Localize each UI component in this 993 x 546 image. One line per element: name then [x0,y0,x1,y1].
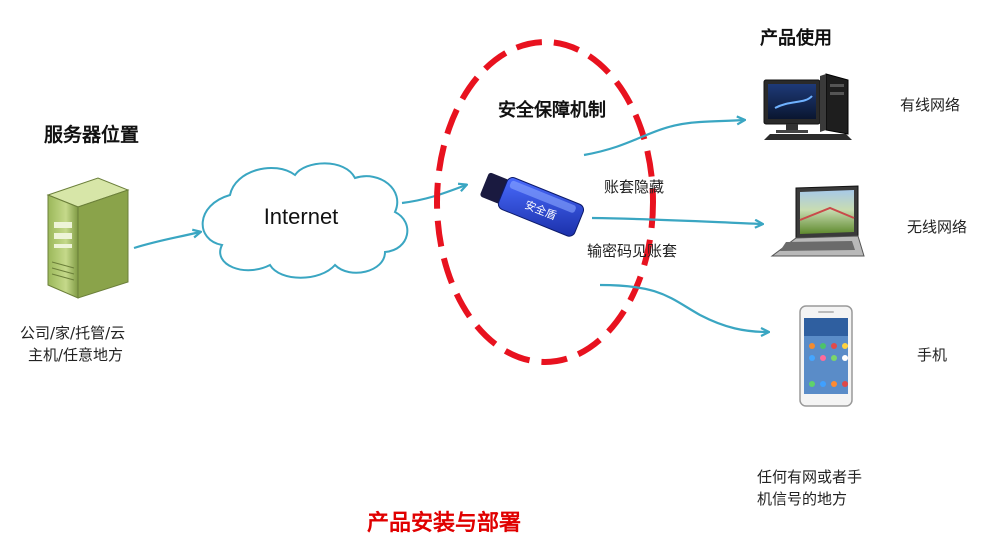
laptop-icon [770,185,865,257]
product-usage-title: 产品使用 [760,28,832,49]
smartphone-icon [799,305,853,407]
feature-account-hiding: 账套隐藏 [604,178,665,196]
cloud-label: Internet [264,204,339,229]
feature-password-reveal: 输密码见账套 [587,242,678,260]
security-boundary-ellipse [434,39,656,365]
server-tower-icon [46,177,130,299]
internet-cloud-icon: Internet [201,162,409,279]
arrow-to-phone [599,283,768,332]
arrow-to-desktop [583,120,744,157]
server-location-desc-line2: 主机/任意地方 [28,346,124,364]
server-location-title: 服务器位置 [44,124,140,146]
coverage-line2: 机信号的地方 [757,490,848,508]
device-label-mobile: 手机 [917,346,948,364]
server-location-desc-line1: 公司/家/托管/云 [20,324,126,342]
coverage-line1: 任何有网或者手 [757,468,863,486]
device-label-wired: 有线网络 [900,96,961,114]
desktop-computer-icon [763,73,852,140]
device-label-wireless: 无线网络 [907,218,968,236]
footer-title: 产品安装与部署 [367,511,522,536]
arrow-cloud-to-security [401,185,466,205]
arrow-server-to-cloud [133,232,200,250]
security-mechanism-title: 安全保障机制 [498,100,606,121]
usb-key-icon: 安全盾 [480,172,585,237]
arrow-to-laptop [591,216,762,224]
